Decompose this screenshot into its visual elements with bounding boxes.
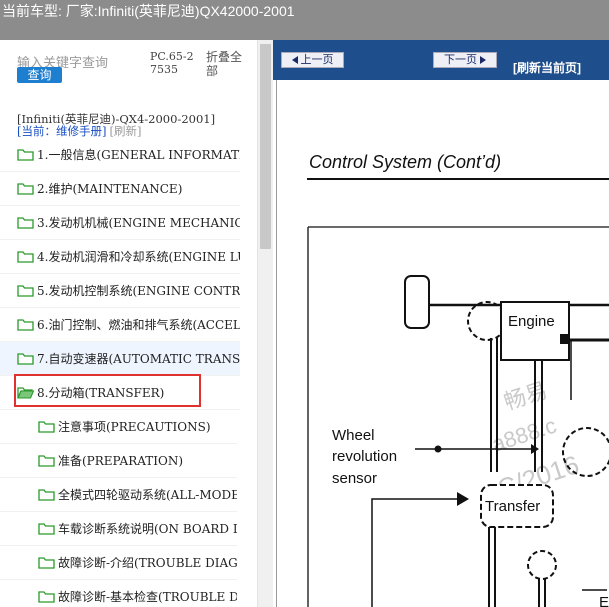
folder-open-icon (17, 387, 34, 399)
tree-item-label: 准备(PREPARATION) (58, 454, 183, 468)
control-system-diagram: 畅易 a888.c C/2016 Engine Wheel revolution (307, 226, 609, 607)
tree-item[interactable]: 故障诊断-基本检查(TROUBLE DIA (0, 580, 237, 607)
folder-icon (38, 489, 55, 501)
page-title: Control System (Cont’d) (309, 152, 502, 172)
tree-item[interactable]: 7.自动变速器(AUTOMATIC TRANSMIS (0, 342, 240, 376)
wheel-shape (404, 275, 430, 329)
collapse-all-link[interactable]: 折叠全部 (206, 50, 243, 78)
rear-sensor-circle (562, 427, 609, 477)
edge-label: E (599, 594, 609, 607)
folder-icon (17, 353, 34, 365)
tree-item[interactable]: 准备(PREPARATION) (0, 444, 237, 478)
tree-item[interactable]: 3.发动机机械(ENGINE MECHANICAL) (0, 206, 240, 240)
refresh-tree-link[interactable]: [刷新] (109, 124, 142, 138)
tree-item-label: 8.分动箱(TRANSFER) (37, 386, 165, 400)
scrollbar-thumb[interactable] (260, 44, 271, 249)
tree-item-label: 注意事项(PRECAUTIONS) (58, 420, 211, 434)
folder-icon (17, 285, 34, 297)
tree-item-label: 3.发动机机械(ENGINE MECHANICAL) (37, 216, 240, 230)
tree-item-label: 故障诊断-基本检查(TROUBLE DIA (58, 590, 237, 604)
sidebar-panel: 输入关键字查询 查询 PC.65-27535 折叠全部 [Infiniti(英菲… (0, 40, 273, 607)
transfer-wire (371, 498, 463, 607)
refresh-page-link[interactable]: [刷新当前页] (513, 61, 581, 75)
current-manual-line: [当前：维修手册][刷新] (17, 123, 141, 139)
prev-page-button[interactable]: 上一页 (281, 52, 344, 68)
rear-driveshaft (534, 360, 543, 472)
arrow-head-icon (457, 492, 469, 506)
folder-icon (38, 455, 55, 467)
content-panel: 上一页 下一页 [刷新当前页] Control System (Cont’d) … (273, 40, 609, 607)
folder-icon (38, 591, 55, 603)
current-vehicle-title: 当前车型: 厂家:Infiniti(英菲尼迪)QX42000-2001 (2, 3, 295, 19)
folder-icon (38, 557, 55, 569)
engine-label: Engine (508, 313, 555, 330)
lower-driveshaft (488, 527, 496, 607)
tree-item-selected[interactable]: 8.分动箱(TRANSFER) (0, 376, 240, 410)
page-toolbar: 上一页 下一页 [刷新当前页] (273, 40, 609, 80)
folder-icon (17, 217, 34, 229)
folder-icon (17, 251, 34, 263)
tree-item-label: 车载诊断系统说明(ON BOARD DIA (58, 522, 237, 536)
manual-tree: 1.一般信息(GENERAL INFORMATION) 2.维护(MAINTEN… (0, 138, 257, 607)
sensor-dot (434, 445, 442, 453)
folder-icon (38, 421, 55, 433)
arrow-right-icon (480, 56, 486, 64)
tree-item-label: 故障诊断-介绍(TROUBLE DIAGNO (58, 556, 237, 570)
tree-item[interactable]: 注意事项(PRECAUTIONS) (0, 410, 237, 444)
sensor-label-line: sensor (332, 470, 377, 487)
watermark-text: a888.c (489, 413, 560, 457)
tree-item-label: 2.维护(MAINTENANCE) (37, 182, 183, 196)
engine-box (500, 301, 570, 361)
tree-item[interactable]: 全模式四轮驱动系统(ALL-MODE 4 (0, 478, 237, 512)
transfer-label: Transfer (485, 498, 540, 515)
arrow-head-icon (531, 444, 539, 454)
connector-block (560, 334, 570, 344)
tree-item[interactable]: 2.维护(MAINTENANCE) (0, 172, 240, 206)
title-rule (307, 178, 609, 180)
prev-page-label: 上一页 (300, 54, 334, 66)
transfer-box (480, 484, 554, 528)
current-manual-link[interactable]: [当前：维修手册] (17, 124, 107, 138)
arrow-left-icon (291, 56, 298, 64)
next-page-button[interactable]: 下一页 (433, 52, 497, 68)
next-page-label: 下一页 (444, 54, 477, 66)
tree-item-label: 7.自动变速器(AUTOMATIC TRANSMIS (37, 352, 240, 366)
folder-icon (17, 149, 34, 161)
breadcrumb: [Infiniti(英菲尼迪)-QX4-2000-2001] (17, 112, 216, 126)
rear-joint-circle (527, 550, 557, 580)
tree-item[interactable]: 1.一般信息(GENERAL INFORMATION) (0, 138, 240, 172)
search-button[interactable]: 查询 (17, 67, 62, 83)
tree-item[interactable]: 故障诊断-介绍(TROUBLE DIAGNO (0, 546, 237, 580)
selection-highlight-box (14, 374, 201, 407)
folder-icon (38, 523, 55, 535)
tree-item-label: 4.发动机润滑和冷却系统(ENGINE LUB (37, 250, 240, 264)
tree-item-label: 5.发动机控制系统(ENGINE CONTROL (37, 284, 240, 298)
diagram-frame (307, 226, 609, 607)
tree-item-label: 全模式四轮驱动系统(ALL-MODE 4 (58, 488, 237, 502)
tree-item[interactable]: 4.发动机润滑和冷却系统(ENGINE LUB (0, 240, 240, 274)
tree-item[interactable]: 5.发动机控制系统(ENGINE CONTROL (0, 274, 240, 308)
folder-icon (17, 183, 34, 195)
folder-icon (17, 319, 34, 331)
sensor-label-line: Wheel (332, 427, 375, 444)
rear-lower-shaft (538, 579, 546, 607)
window-titlebar: 当前车型: 厂家:Infiniti(英菲尼迪)QX42000-2001 (0, 0, 609, 40)
tree-item-label: 1.一般信息(GENERAL INFORMATION) (37, 148, 240, 162)
tree-item-label: 6.油门控制、燃油和排气系统(ACCEL E (37, 318, 240, 332)
manual-page-view: Control System (Cont’d) 畅易 a888.c C/2016… (276, 80, 609, 607)
tree-item[interactable]: 车载诊断系统说明(ON BOARD DIA (0, 512, 237, 546)
pc-code-label: PC.65-27535 (150, 50, 194, 76)
tree-item[interactable]: 6.油门控制、燃油和排气系统(ACCEL E (0, 308, 240, 342)
sensor-label-line: revolution (332, 448, 397, 465)
sidebar-scrollbar[interactable] (257, 40, 273, 607)
